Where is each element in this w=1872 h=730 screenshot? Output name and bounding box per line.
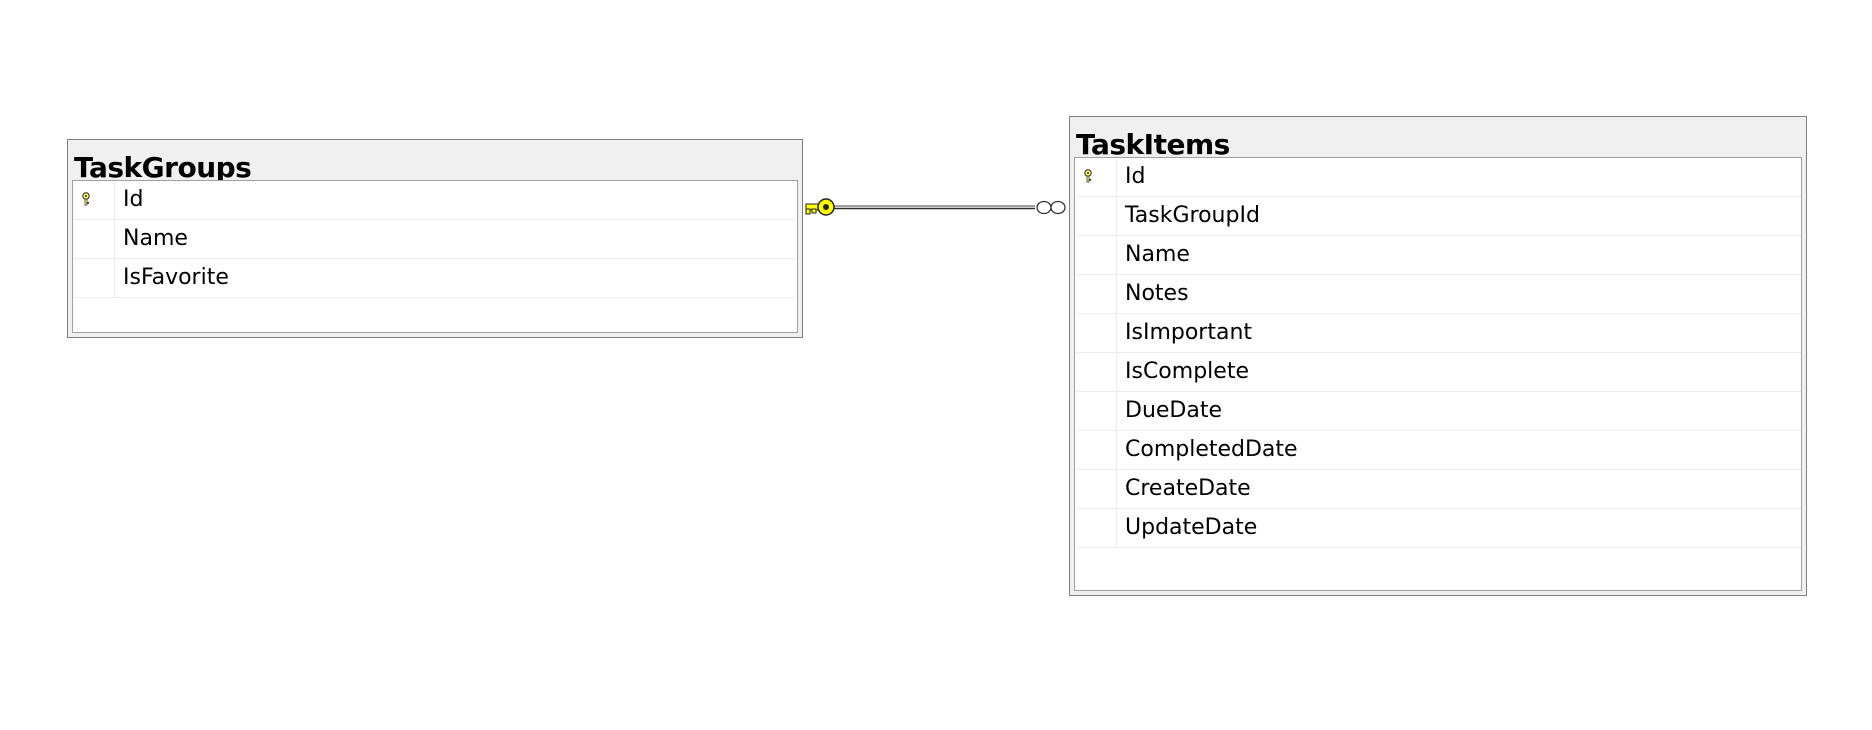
column-row-isimportant[interactable]: IsImportant (1075, 314, 1801, 353)
column-row-updatedate[interactable]: UpdateDate (1075, 509, 1801, 548)
key-icon (805, 198, 835, 216)
column-row-duedate[interactable]: DueDate (1075, 392, 1801, 431)
column-name: TaskGroupId (1125, 203, 1260, 228)
row-selector[interactable] (1075, 353, 1117, 391)
row-selector[interactable] (1075, 158, 1117, 196)
column-name: Id (123, 187, 144, 212)
row-selector[interactable] (73, 259, 115, 297)
column-name: Name (1125, 242, 1190, 267)
entity-columns: Id TaskGroupId Name Notes IsImportant Is… (1074, 157, 1802, 591)
column-name: IsComplete (1125, 359, 1249, 384)
column-name: CompletedDate (1125, 437, 1298, 462)
column-row-taskgroupid[interactable]: TaskGroupId (1075, 197, 1801, 236)
column-row-createdate[interactable]: CreateDate (1075, 470, 1801, 509)
column-name: IsFavorite (123, 265, 229, 290)
row-selector[interactable] (1075, 236, 1117, 274)
row-selector[interactable] (1075, 314, 1117, 352)
column-row-isfavorite[interactable]: IsFavorite (73, 259, 797, 298)
entity-title: TaskGroups (74, 151, 252, 182)
column-name: Name (123, 226, 188, 251)
row-selector[interactable] (1075, 275, 1117, 313)
column-name: CreateDate (1125, 476, 1251, 501)
row-selector[interactable] (73, 181, 115, 219)
row-selector[interactable] (1075, 431, 1117, 469)
column-row-id[interactable]: Id (73, 181, 797, 220)
entity-taskgroups[interactable]: TaskGroups Id Name IsFavorite (67, 139, 803, 338)
column-row-name[interactable]: Name (73, 220, 797, 259)
row-selector[interactable] (1075, 392, 1117, 430)
column-row-iscomplete[interactable]: IsComplete (1075, 353, 1801, 392)
row-selector[interactable] (1075, 470, 1117, 508)
column-name: Id (1125, 164, 1146, 189)
row-selector[interactable] (1075, 197, 1117, 235)
relationship-line[interactable] (830, 205, 1035, 210)
row-selector[interactable] (73, 220, 115, 258)
column-row-name[interactable]: Name (1075, 236, 1801, 275)
entity-taskitems[interactable]: TaskItems Id TaskGroupId Name Notes (1069, 116, 1807, 596)
column-row-id[interactable]: Id (1075, 158, 1801, 197)
column-name: DueDate (1125, 398, 1223, 423)
primary-key-icon (82, 192, 90, 206)
column-name: UpdateDate (1125, 515, 1258, 540)
column-name: Notes (1125, 281, 1189, 306)
entity-title: TaskItems (1076, 128, 1230, 159)
row-selector[interactable] (1075, 509, 1117, 547)
infinity-icon (1036, 200, 1066, 215)
primary-key-icon (1084, 169, 1092, 183)
column-name: IsImportant (1125, 320, 1253, 345)
column-row-completeddate[interactable]: CompletedDate (1075, 431, 1801, 470)
entity-columns: Id Name IsFavorite (72, 180, 798, 333)
column-row-notes[interactable]: Notes (1075, 275, 1801, 314)
